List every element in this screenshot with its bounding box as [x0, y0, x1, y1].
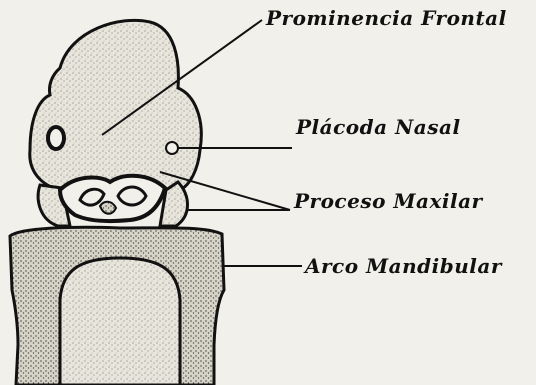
- label-arco-mandibular: Arco Mandibular: [305, 254, 502, 278]
- right-nasal-placode: [166, 142, 178, 154]
- frontal-prominence-shape: [30, 20, 202, 190]
- label-placoda-nasal: Plácoda Nasal: [296, 115, 461, 139]
- stomodeum-shape: [60, 176, 165, 221]
- label-prominencia-frontal: Prominencia Frontal: [266, 6, 507, 30]
- neck-region-shape: [60, 258, 180, 385]
- label-proceso-maxilar: Proceso Maxilar: [294, 189, 483, 213]
- left-nasal-placode: [48, 127, 64, 149]
